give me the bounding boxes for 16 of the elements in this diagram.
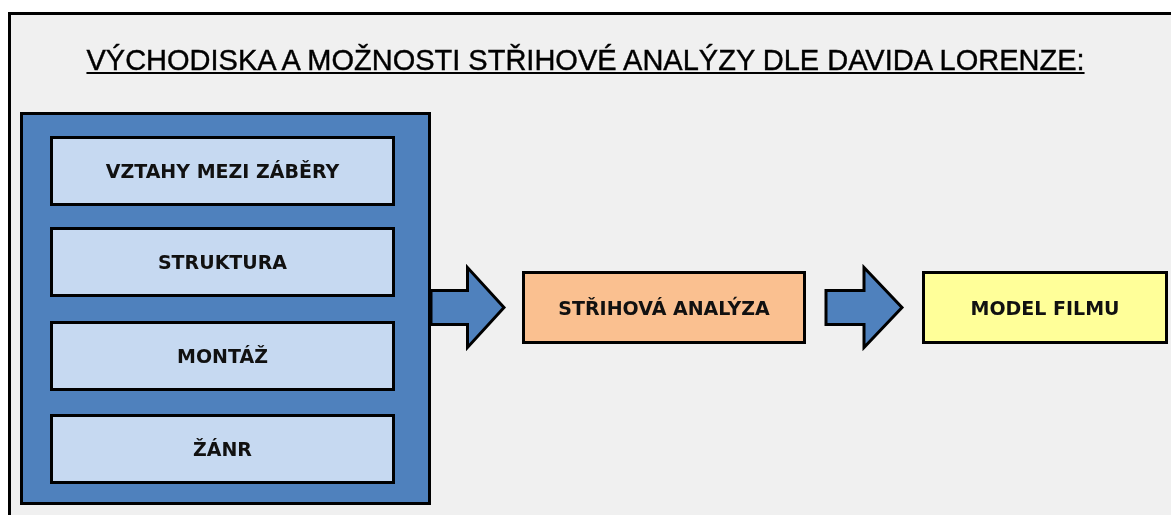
block-arrow (824, 263, 905, 352)
process-box (522, 271, 806, 344)
group-panel (20, 112, 431, 505)
block-arrow (429, 263, 507, 352)
box-label: MONTÁŽ (177, 345, 268, 367)
title: VÝCHODISKA A MOŽNOSTI STŘIHOVÉ ANALÝZY DLE DAVIDA LORENZE: (85, 44, 1086, 77)
list-box (50, 136, 395, 206)
box-label: STŘIHOVÁ ANALÝZA (558, 296, 770, 319)
box-label: ŽÁNR (193, 438, 252, 460)
list-box (50, 414, 395, 484)
box-label: MODEL FILMU (970, 296, 1120, 319)
list-box (50, 227, 395, 297)
box-label: VZTAHY MEZI ZÁBĚRY (105, 160, 340, 182)
box-label: STRUKTURA (157, 251, 288, 273)
list-box (50, 321, 395, 391)
result-box (922, 271, 1168, 344)
